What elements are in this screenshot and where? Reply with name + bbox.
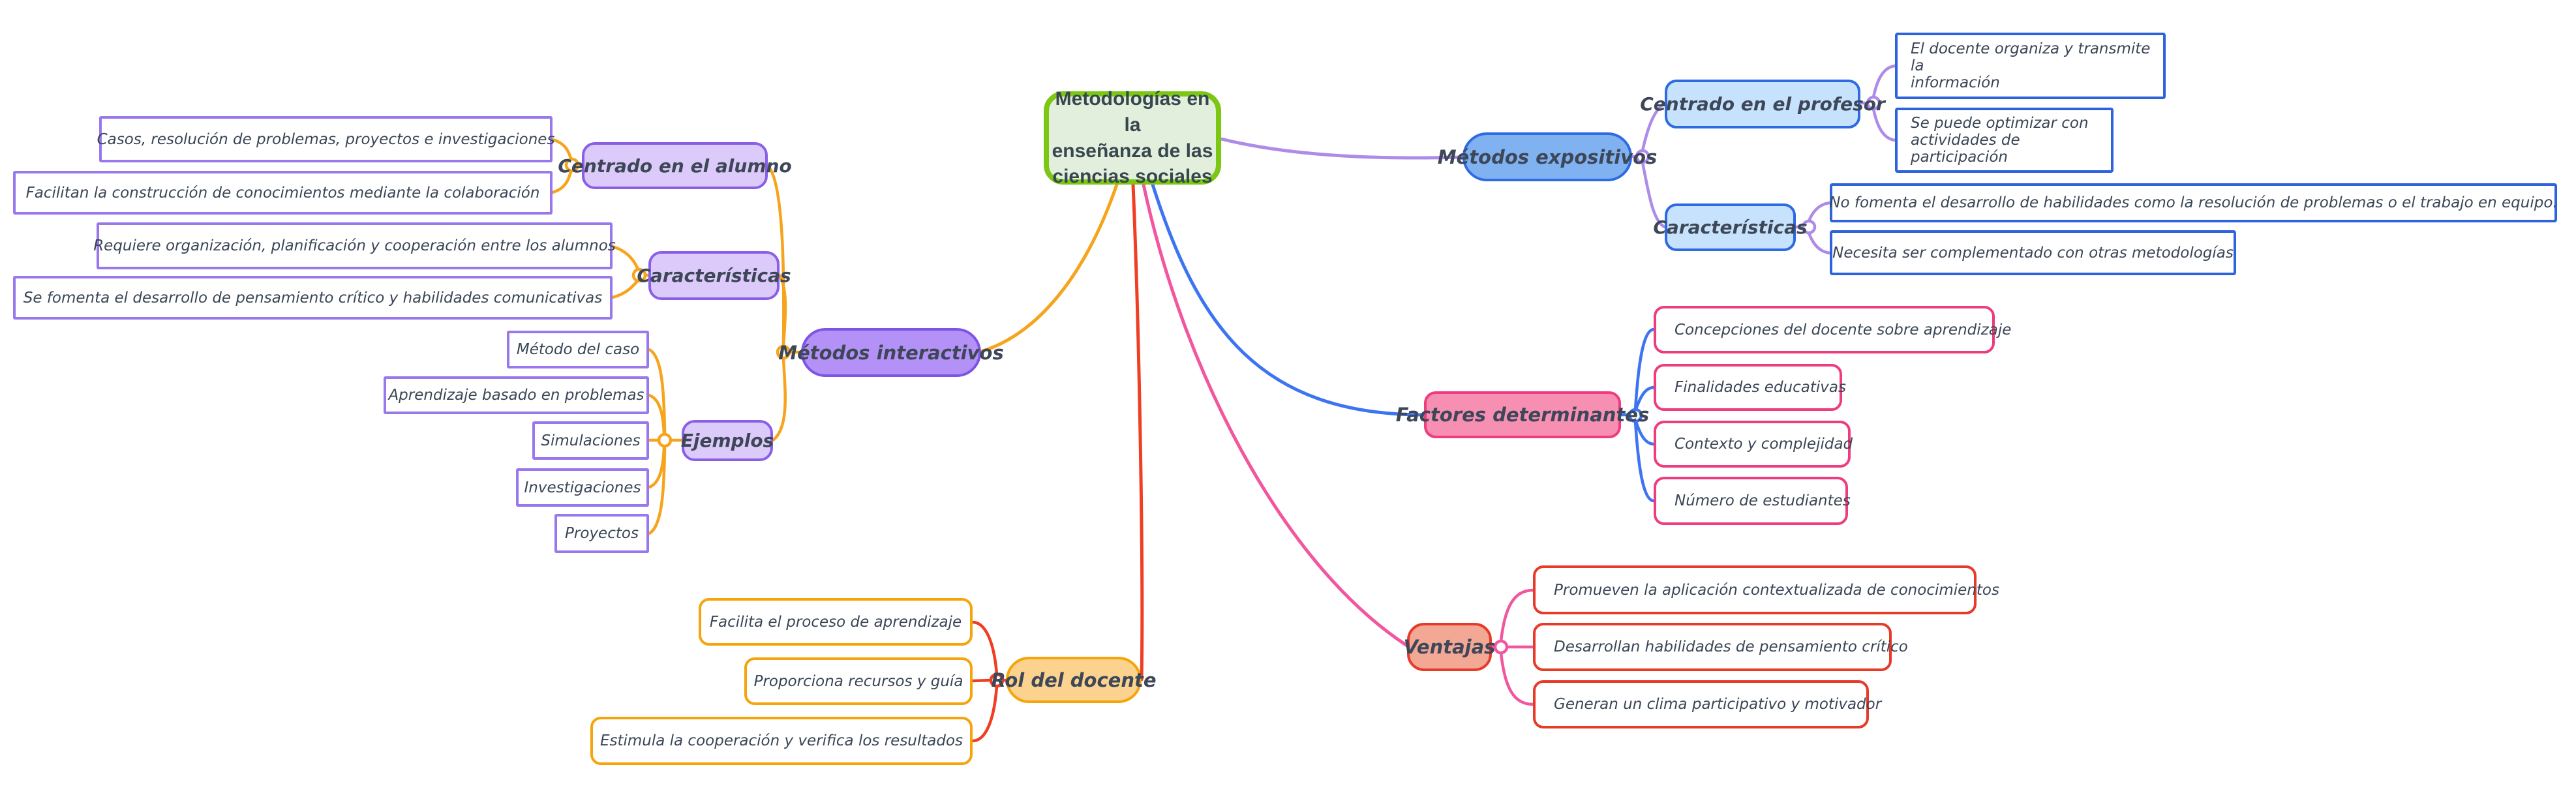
edge-leaf-sefomenta — [611, 278, 640, 299]
edge-center-interactivos — [979, 183, 1119, 353]
central-topic[interactable]: Metodologías en la enseñanza de las cien… — [1044, 88, 1221, 187]
leaf-contexto[interactable]: Contexto y complejidad — [1654, 421, 1853, 468]
leaf-proporciona[interactable]: Proporciona recursos y guía — [744, 657, 973, 705]
leaf-concepciones[interactable]: Concepciones del docente sobre aprendiza… — [1654, 306, 2011, 353]
edge-centrado-profesor — [1641, 101, 1667, 153]
junction-dot — [989, 672, 1005, 688]
edge-leaf-facilita — [971, 620, 999, 676]
leaf-investigaciones[interactable]: Investigaciones — [516, 468, 649, 507]
junction-dot — [564, 157, 580, 173]
leaf-desarrollan[interactable]: Desarrollan habilidades de pensamiento c… — [1533, 623, 1908, 671]
edge-leaf-requiere — [611, 245, 640, 271]
junction-dot — [1635, 149, 1650, 164]
leaf-finalidades[interactable]: Finalidades educativas — [1654, 364, 1846, 411]
edge-leaf-necesita — [1807, 231, 1832, 255]
leaf-necesita[interactable]: Necesita ser complementado con otras met… — [1830, 230, 2236, 275]
node-factores-determinantes[interactable]: Factores determinantes — [1396, 391, 1649, 438]
leaf-abp[interactable]: Aprendizaje basado en problemas — [384, 376, 649, 414]
edge-leaf-promueven — [1499, 588, 1535, 643]
leaf-estimula[interactable]: Estimula la cooperación y verifica los r… — [590, 717, 973, 765]
edge-leaf-nofomenta — [1807, 201, 1832, 223]
edge-leaf-generan — [1499, 651, 1535, 706]
junction-dot — [657, 432, 673, 448]
junction-dot — [1628, 408, 1643, 423]
leaf-simulaciones[interactable]: Simulaciones — [532, 421, 649, 460]
leaf-generan[interactable]: Generan un clima participativo y motivad… — [1533, 680, 1881, 728]
leaf-sepuede[interactable]: Se puede optimizar con actividades de pa… — [1895, 108, 2114, 173]
junction-dot — [1801, 219, 1817, 235]
leaf-facilita[interactable]: Facilita el proceso de aprendizaje — [699, 598, 973, 646]
edge-leaf-proyectos — [647, 446, 667, 535]
node-metodos-expositivos[interactable]: Métodos expositivos — [1438, 132, 1657, 181]
edge-ejemplos-trunk — [771, 356, 787, 442]
leaf-sefomenta[interactable]: Se fomenta el desarrollo de pensamiento … — [13, 276, 613, 320]
edge-caracteristicas-left-trunk — [778, 273, 787, 348]
edge-leaf-finalidades — [1633, 385, 1656, 413]
junction-dot — [776, 344, 791, 360]
edge-leaf-metodo-caso — [647, 348, 667, 435]
edge-leaf-sepuede — [1871, 107, 1897, 142]
leaf-promueven[interactable]: Promueven la aplicación contextualizada … — [1533, 565, 1999, 614]
edge-leaf-eldocente — [1871, 64, 1897, 99]
node-rol-docente[interactable]: Rol del docente — [991, 657, 1157, 703]
edge-leaf-estimula — [971, 684, 999, 743]
leaf-casos[interactable]: Casos, resolución de problemas, proyecto… — [97, 116, 554, 162]
edge-center-factores — [1151, 183, 1426, 417]
edge-leaf-numero — [1633, 419, 1656, 503]
leaf-facilitan[interactable]: Facilitan la construcción de conocimient… — [13, 171, 553, 215]
edge-leaf-proporciona — [971, 678, 993, 683]
edge-center-rol — [1131, 183, 1144, 682]
node-centrado-profesor[interactable]: Centrado en el profesor — [1640, 80, 1885, 128]
node-caracteristicas-interactivos[interactable]: Características — [637, 251, 791, 300]
edge-center-ventajas — [1142, 183, 1409, 648]
edge-leaf-investigaciones — [647, 445, 666, 489]
leaf-proyectos[interactable]: Proyectos — [554, 514, 649, 553]
edge-caracteristicas-right — [1641, 160, 1667, 229]
leaf-requiere[interactable]: Requiere organización, planificación y c… — [93, 222, 616, 269]
leaf-nofomenta[interactable]: No fomenta el desarrollo de habilidades … — [1829, 183, 2558, 222]
leaf-eldocente[interactable]: El docente organiza y transmite la infor… — [1895, 33, 2166, 99]
leaf-metodo-caso[interactable]: Método del caso — [507, 331, 649, 368]
edge-leaf-abp — [647, 393, 666, 436]
edge-leaf-concepciones — [1633, 327, 1656, 412]
junction-dot — [1493, 639, 1509, 655]
junction-dot — [1866, 95, 1881, 111]
node-centrado-alumno[interactable]: Centrado en el alumno — [558, 142, 792, 189]
junction-dot — [631, 267, 647, 283]
node-ejemplos[interactable]: Ejemplos — [681, 420, 774, 461]
node-metodos-interactivos[interactable]: Métodos interactivos — [778, 328, 1004, 377]
node-ventajas[interactable]: Ventajas — [1404, 623, 1495, 671]
node-caracteristicas-expositivos[interactable]: Características — [1653, 203, 1808, 251]
leaf-numero[interactable]: Número de estudiantes — [1654, 477, 1851, 525]
edge-center-expositivos — [1219, 137, 1464, 160]
